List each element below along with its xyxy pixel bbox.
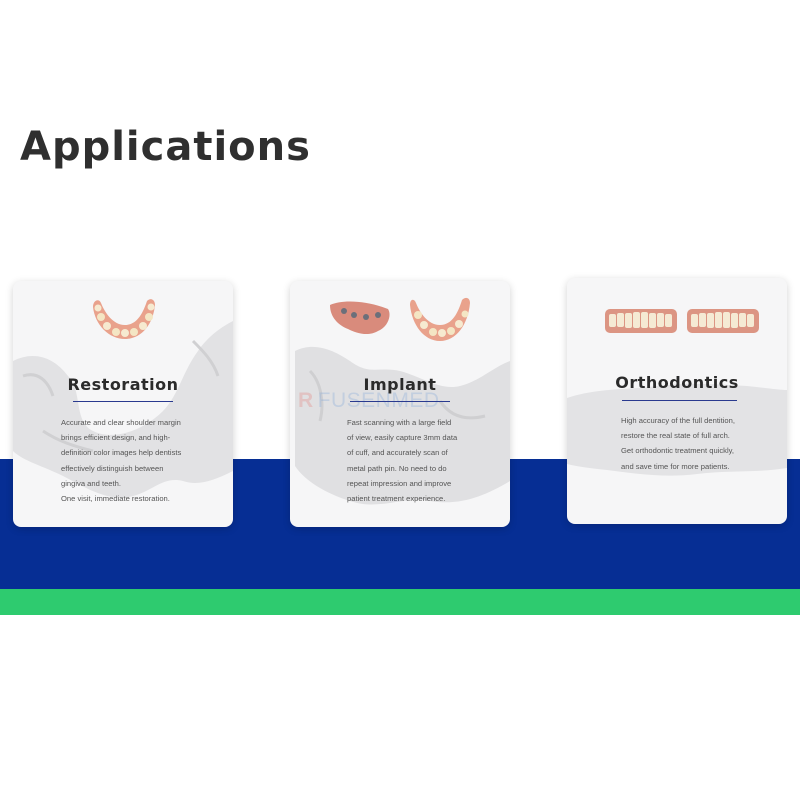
- green-accent-band: [0, 589, 800, 615]
- scan-background-image: [295, 346, 510, 505]
- card-title: Orthodontics: [615, 373, 739, 392]
- brand-logo-icon: R: [298, 389, 314, 412]
- card-description: Fast scanning with a large field of view…: [347, 418, 458, 504]
- card-description: Accurate and clear shoulder margin bring…: [61, 418, 182, 504]
- lower-arch-dental-model-image: [93, 299, 155, 339]
- full-arch-dentition-models-image: [605, 309, 759, 333]
- card-description: High accuracy of the full dentition, res…: [621, 416, 735, 471]
- card-restoration[interactable]: Restoration Accurate and clear shoulder …: [13, 281, 233, 527]
- card-orthodontics[interactable]: Orthodontics High accuracy of the full d…: [567, 278, 787, 524]
- title-underline: [73, 401, 173, 402]
- title-underline: [350, 401, 450, 402]
- scan-background-image: [13, 321, 233, 498]
- watermark-text: FUSENMED: [317, 389, 440, 412]
- card-title: Implant: [363, 375, 437, 394]
- scan-background-image: [567, 383, 787, 476]
- title-underline: [622, 400, 737, 401]
- page-title: Applications: [20, 124, 311, 170]
- implant-scan-and-arch-model-image: [330, 297, 470, 341]
- card-title: Restoration: [67, 375, 179, 394]
